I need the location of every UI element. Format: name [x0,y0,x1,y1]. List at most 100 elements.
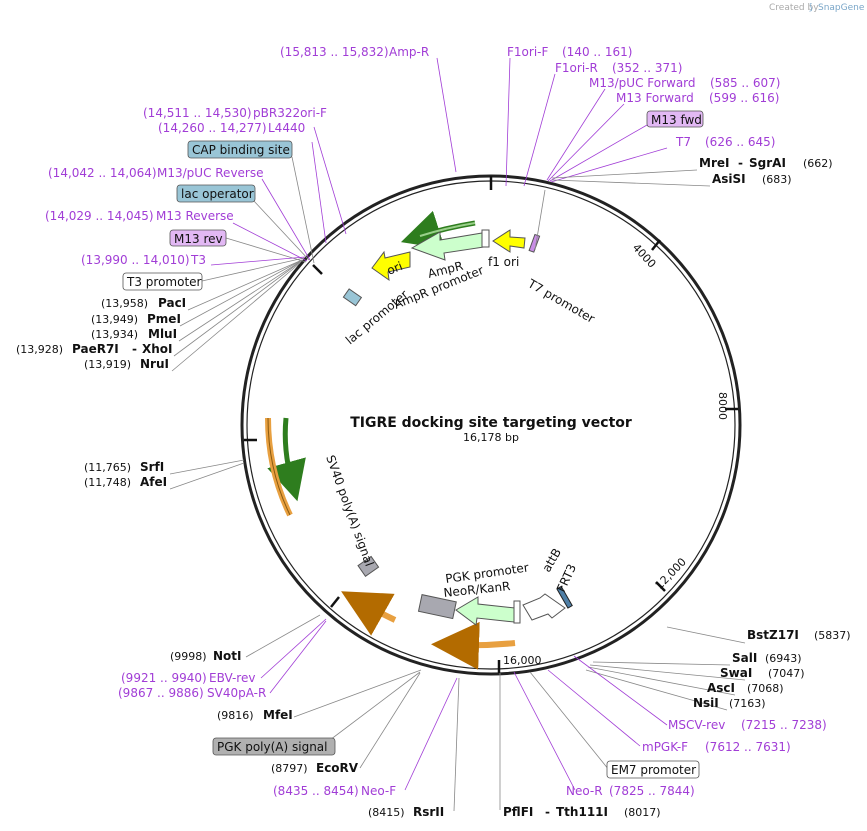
tick-8000: 16,000 [503,654,542,667]
plasmid-size: 16,178 bp [463,431,519,444]
primer-m13-rev: M13 rev [174,232,223,246]
enzyme-ecorv: EcoRV [316,761,359,775]
primer-pbr322ori-f-range: (14,511 .. 14,530) [143,106,252,120]
em7-promoter: EM7 promoter [611,763,696,777]
enzyme-mlui-pos: (13,934) [91,328,138,341]
ori-arrow [371,250,411,282]
enzyme-nrui: NruI [140,357,169,371]
primer-t3-range: (13,990 .. 14,010) [81,253,190,267]
primer-amp-r-range: (15,813 .. 15,832) [280,45,389,59]
feature-attb-label: attB [539,546,564,575]
credit-brand: SnapGene [818,3,865,13]
feature-ori-label: ori [385,259,405,278]
enzyme-asisi-pos: (683) [762,173,792,186]
ampr-arrow [410,231,485,261]
primer-m13-fwd-box [646,110,704,128]
primer-f1ori-f-range: (140 .. 161) [562,45,632,59]
enzyme-swai-pos: (7047) [768,667,805,680]
enzyme-paci-pos: (13,958) [101,297,148,310]
primer-m13puc-reverse: M13/pUC Reverse [157,166,264,180]
enzyme-srfi: SrfI [140,460,164,474]
enzyme-mrei: MreI [699,156,729,170]
frt3-mark [556,585,573,609]
enzyme-sali-pos: (6943) [765,652,802,665]
primer-mpgk-f: mPGK-F [642,740,688,754]
primer-neo-f: Neo-F [361,784,396,798]
enzyme-mlui: MluI [148,327,177,341]
enzyme-pflfi: PflFI [503,805,533,819]
primer-neo-r: Neo-R [566,784,603,798]
enzyme-paer7i: PaeR7I [72,342,119,356]
primer-t3: T3 [190,253,206,267]
pgk-promoter-mark [513,600,521,624]
primer-sv40pa-r: SV40pA-R [207,686,266,700]
primer-ebv-rev-range: (9921 .. 9940) [121,671,207,685]
t7-promoter-mark [528,233,541,253]
enzyme-asci: AscI [707,681,735,695]
t3-promoter: T3 promoter [126,275,202,289]
enzyme-ecorv-pos: (8797) [271,762,308,775]
enzyme-mfei: MfeI [263,708,293,722]
primer-t7: T7 [675,135,691,149]
primer-neo-r-range: (7825 .. 7844) [609,784,695,798]
primer-sv40pa-r-range: (9867 .. 9886) [118,686,204,700]
enzyme-mrei-pos: (662) [803,157,833,170]
plasmid-name: TIGRE docking site targeting vector [350,415,632,431]
pgk-polya-mark [417,594,457,620]
orf-arrow-bottom [431,621,516,670]
primer-l4440: L4440 [268,121,305,135]
primer-l4440-range: (14,260 .. 14,277) [158,121,267,135]
primer-t7-range: (626 .. 645) [705,135,775,149]
enzyme-pflfi-pos: (8017) [624,806,661,819]
lac-operator: lac operator [181,187,254,201]
primer-f1ori-r: F1ori-R [555,61,598,75]
f1-ori-arrow [492,229,526,253]
enzyme-sep-pflfi: - [545,805,550,819]
primer-neo-f-range: (8435 .. 8454) [273,784,359,798]
enzyme-xhoi: XhoI [142,342,173,356]
cap-binding-site-box [187,140,293,159]
primer-m13puc-forward-range: (585 .. 607) [710,76,780,90]
pgk-polya-box [212,737,336,756]
lac-promoter-mark [342,288,363,307]
enzyme-tth111i: Tth111I [556,805,608,819]
credit-prefix: Created by [769,3,819,13]
feature-neor-kanr-label: NeoR/KanR [443,579,511,600]
feature-sv40-polya-label: SV40 poly(A) signal [323,453,376,568]
primer-m13puc-forward: M13/pUC Forward [589,76,696,90]
enzyme-bstz17i: BstZ17I [747,628,799,642]
attb-arrow [522,593,566,621]
feature-frt3-label: FRT3 [554,562,579,595]
enzyme-nrui-pos: (13,919) [84,358,131,371]
neor-kanr-arrow [455,596,516,626]
enzyme-sep-paer7i: - [132,342,137,356]
enzyme-noti-pos: (9998) [170,650,207,663]
enzyme-paci: PacI [158,296,186,310]
lac-operator-box [176,184,256,203]
primer-m13puc-reverse-range: (14,042 .. 14,064) [48,166,157,180]
enzyme-nsii: NsiI [693,696,719,710]
feature-f1ori-label: f1 ori [488,255,519,269]
tick-4000: 8000 [716,392,729,420]
enzyme-rsrii-pos: (8415) [368,806,405,819]
cap-binding-site: CAP binding site [192,143,290,157]
enzyme-srfi-pos: (11,765) [84,461,131,474]
t3-promoter-box [122,272,203,291]
primer-mpgk-f-range: (7612 .. 7631) [705,740,791,754]
enzyme-asisi: AsiSI [712,172,746,186]
enzyme-afei-pos: (11,748) [84,476,131,489]
enzyme-pmei: PmeI [147,312,181,326]
leader-lines [169,57,746,812]
enzyme-rsrii: RsrII [413,805,444,819]
primer-f1ori-f: F1ori-F [507,45,548,59]
snapgene-logo-icon: ⟆ [809,3,813,13]
tick-marks [244,176,738,673]
primer-m13-forward: M13 Forward [616,91,694,105]
pgk-polya-signal: PGK poly(A) signal [217,740,328,754]
enzyme-paer7i-pos: (13,928) [16,343,63,356]
enzyme-sgrai: SgrAI [749,156,786,170]
tick-6000: 12,000 [653,555,689,592]
enzyme-noti: NotI [213,649,242,663]
orf-arrow-left-green [267,417,306,502]
ampr-promoter-box [481,229,490,248]
